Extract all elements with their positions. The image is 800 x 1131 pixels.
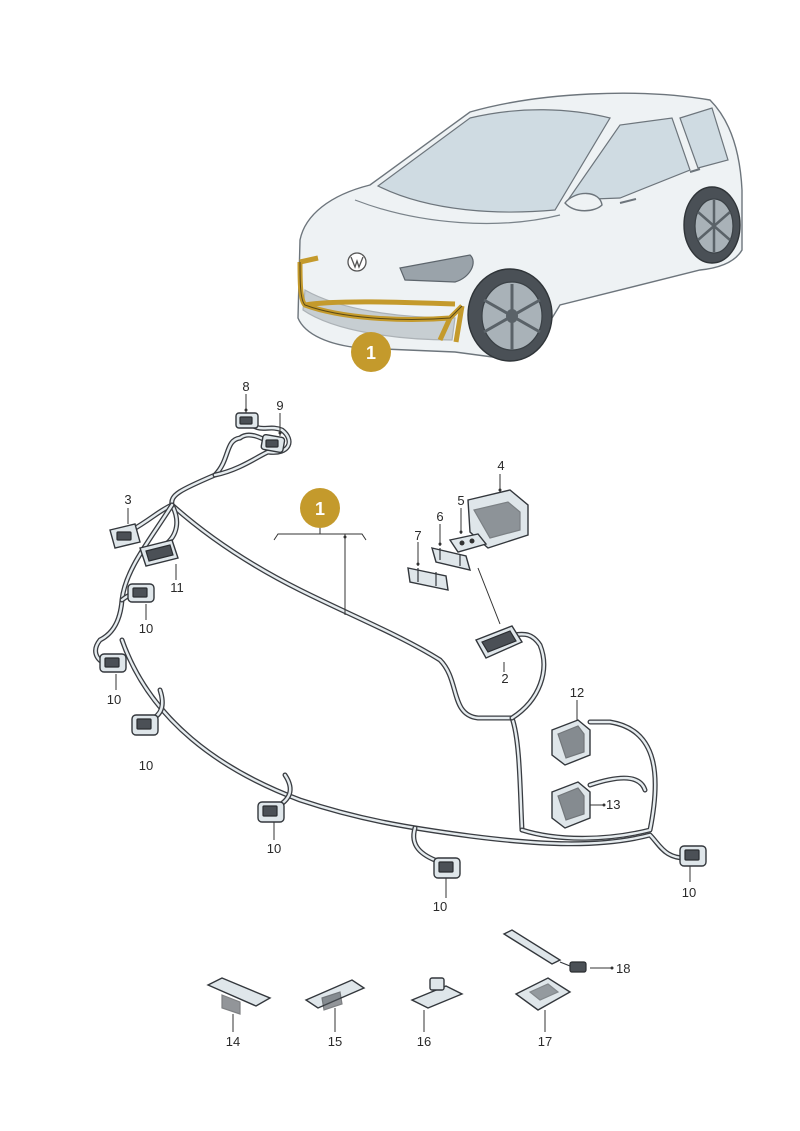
callout-badge-car-label: 1	[366, 343, 376, 363]
callout-9: 9	[276, 398, 283, 413]
callout-4: 4	[497, 458, 504, 473]
callout-18: 18	[616, 961, 630, 976]
connector-2	[474, 625, 524, 659]
sensor-connector-10a	[127, 583, 155, 603]
sensor-connector-10e	[433, 857, 461, 879]
callout-15: 15	[328, 1034, 342, 1049]
clip-14	[206, 977, 272, 1015]
callout-10e: 10	[433, 899, 447, 914]
lock-6	[430, 547, 472, 571]
leader-lines	[115, 394, 691, 1032]
connector-11	[139, 539, 179, 567]
lock-7	[407, 567, 449, 591]
callout-numbers: 8 9 3 4 5 6 7 11 10 10 10 2 12 13 10 10 …	[107, 379, 696, 1049]
connector-13	[551, 781, 591, 829]
callout-5: 5	[457, 493, 464, 508]
callout-badge-harness: 1	[273, 488, 367, 615]
callout-8: 8	[242, 379, 249, 394]
sensor-connector-10f	[679, 845, 707, 867]
callout-16: 16	[417, 1034, 431, 1049]
callout-3: 3	[124, 492, 131, 507]
callout-12: 12	[570, 685, 584, 700]
sensor-connector-10c	[131, 714, 159, 736]
callout-6: 6	[436, 509, 443, 524]
callout-10c: 10	[139, 758, 153, 773]
sensor-connector-10b	[99, 653, 127, 673]
callout-2: 2	[501, 671, 508, 686]
callout-10b: 10	[107, 692, 121, 707]
front-wheel	[467, 268, 553, 362]
cable-tie-18	[502, 929, 587, 973]
callout-badge-car: 1	[351, 332, 391, 372]
callout-11: 11	[170, 580, 184, 595]
connector-12	[551, 719, 591, 766]
wiring-harness	[93, 422, 693, 865]
callout-10f: 10	[682, 885, 696, 900]
clip-15	[304, 979, 366, 1011]
connector-8	[235, 412, 259, 429]
callout-13: 13	[606, 797, 620, 812]
connector-9	[260, 433, 286, 454]
connector-3	[109, 523, 141, 549]
callout-17: 17	[538, 1034, 552, 1049]
callout-badge-harness-label: 1	[315, 499, 325, 519]
callout-7: 7	[414, 528, 421, 543]
clip-16	[410, 977, 464, 1009]
callout-14: 14	[226, 1034, 240, 1049]
connector-4	[467, 489, 529, 549]
callout-10d: 10	[267, 841, 281, 856]
holder-17	[514, 977, 572, 1011]
seal-5	[448, 533, 488, 553]
rear-wheel	[683, 186, 741, 264]
callout-10a: 10	[139, 621, 153, 636]
sensor-connector-10d	[257, 801, 285, 823]
car-illustration	[297, 92, 743, 362]
